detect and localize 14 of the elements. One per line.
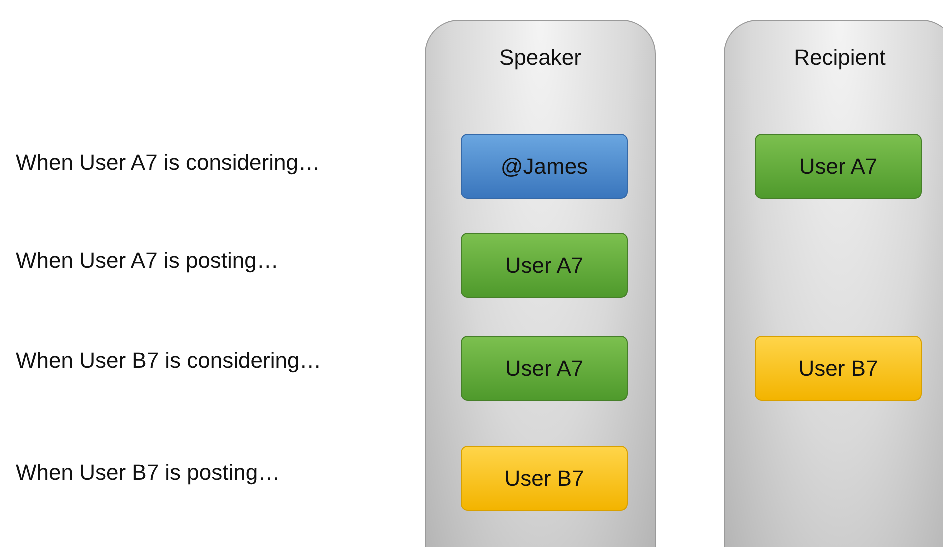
- column-panel: [425, 20, 656, 547]
- row-label: When User A7 is considering…: [16, 150, 320, 176]
- row-label: When User B7 is considering…: [16, 348, 322, 374]
- row-label: When User A7 is posting…: [16, 248, 279, 274]
- column-title: Recipient: [794, 45, 886, 71]
- user-card: User A7: [461, 233, 628, 298]
- user-card: @James: [461, 134, 628, 199]
- user-card: User B7: [461, 446, 628, 511]
- user-card: User B7: [755, 336, 922, 401]
- column-panel: [724, 20, 943, 547]
- user-card: User A7: [755, 134, 922, 199]
- row-label: When User B7 is posting…: [16, 460, 280, 486]
- user-card: User A7: [461, 336, 628, 401]
- column-title: Speaker: [500, 45, 582, 71]
